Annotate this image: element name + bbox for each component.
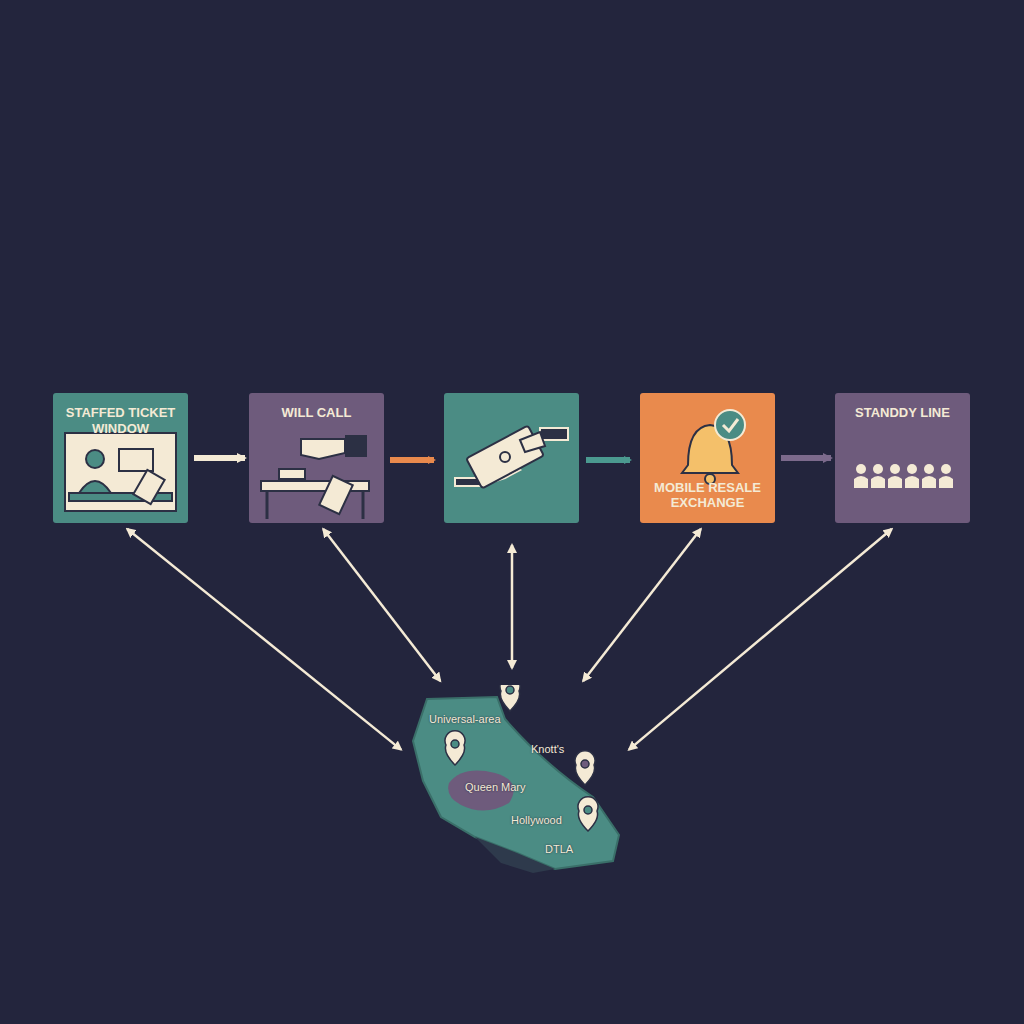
place-label: Queen Mary [465,781,526,794]
box-label: STANDDY LINE [841,405,964,421]
connector-arrow [127,529,401,750]
flow-arrow [586,457,630,463]
connector-arrow [583,529,701,681]
process-box: WILL CALL [249,393,384,523]
place-label: Universal-area [429,713,501,726]
place-label: DTLA [545,843,573,856]
connector-arrow [194,455,245,461]
place-label: Hollywood [511,814,562,827]
process-box: STAFFED TICKET WINDOW [53,393,188,523]
box-label: MOBILE RESALE EXCHANGE [646,480,769,511]
process-box: MOBILE RESALE EXCHANGE [640,393,775,523]
map-arrow [511,545,514,668]
process-box: STANDDY LINE [835,393,970,523]
box-label: WILL CALL [255,405,378,421]
connector-arrow [629,529,892,750]
handoff-box [444,393,579,523]
connector-arrow [323,529,440,681]
map-region: Universal-areaKnott'sQueen MaryHollywood… [405,685,625,875]
flow-arrow [390,457,434,463]
connector-arrow [781,455,831,461]
place-label: Knott's [531,743,564,756]
box-label: STAFFED TICKET WINDOW [59,405,182,436]
